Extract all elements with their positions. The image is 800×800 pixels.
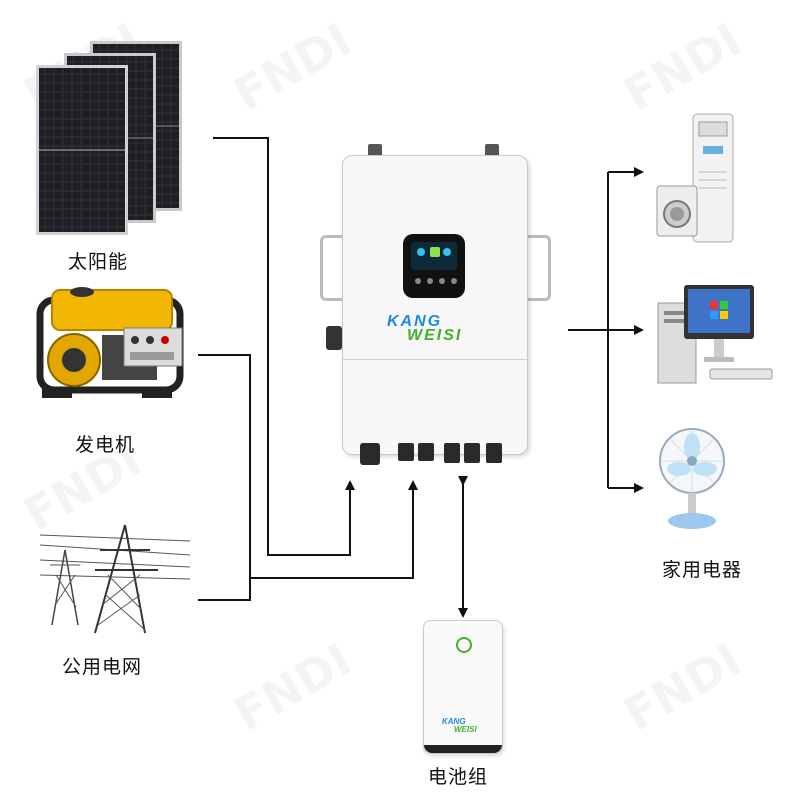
power-tower-icon bbox=[40, 515, 190, 635]
washing-machine-icon bbox=[655, 182, 705, 242]
generator-label: 发电机 bbox=[75, 430, 135, 457]
battery-pack-icon: KANG WEISI bbox=[423, 620, 503, 754]
computer-icon bbox=[650, 285, 775, 385]
solar-panel-icon bbox=[30, 38, 190, 238]
appliances-label: 家用电器 bbox=[662, 555, 742, 582]
solar-label: 太阳能 bbox=[68, 247, 128, 274]
grid-line bbox=[198, 578, 250, 600]
fan-icon bbox=[655, 425, 730, 535]
battery-label: 电池组 bbox=[428, 762, 488, 789]
grid-label: 公用电网 bbox=[62, 652, 142, 679]
generator-icon bbox=[32, 280, 192, 420]
brand-line2: WEISI bbox=[407, 327, 462, 345]
inverter-display bbox=[403, 234, 465, 298]
inverter-icon: KANG WEISI bbox=[320, 140, 560, 490]
inverter-ports bbox=[356, 443, 516, 473]
battery-brand-line2: WEISI bbox=[454, 725, 477, 734]
